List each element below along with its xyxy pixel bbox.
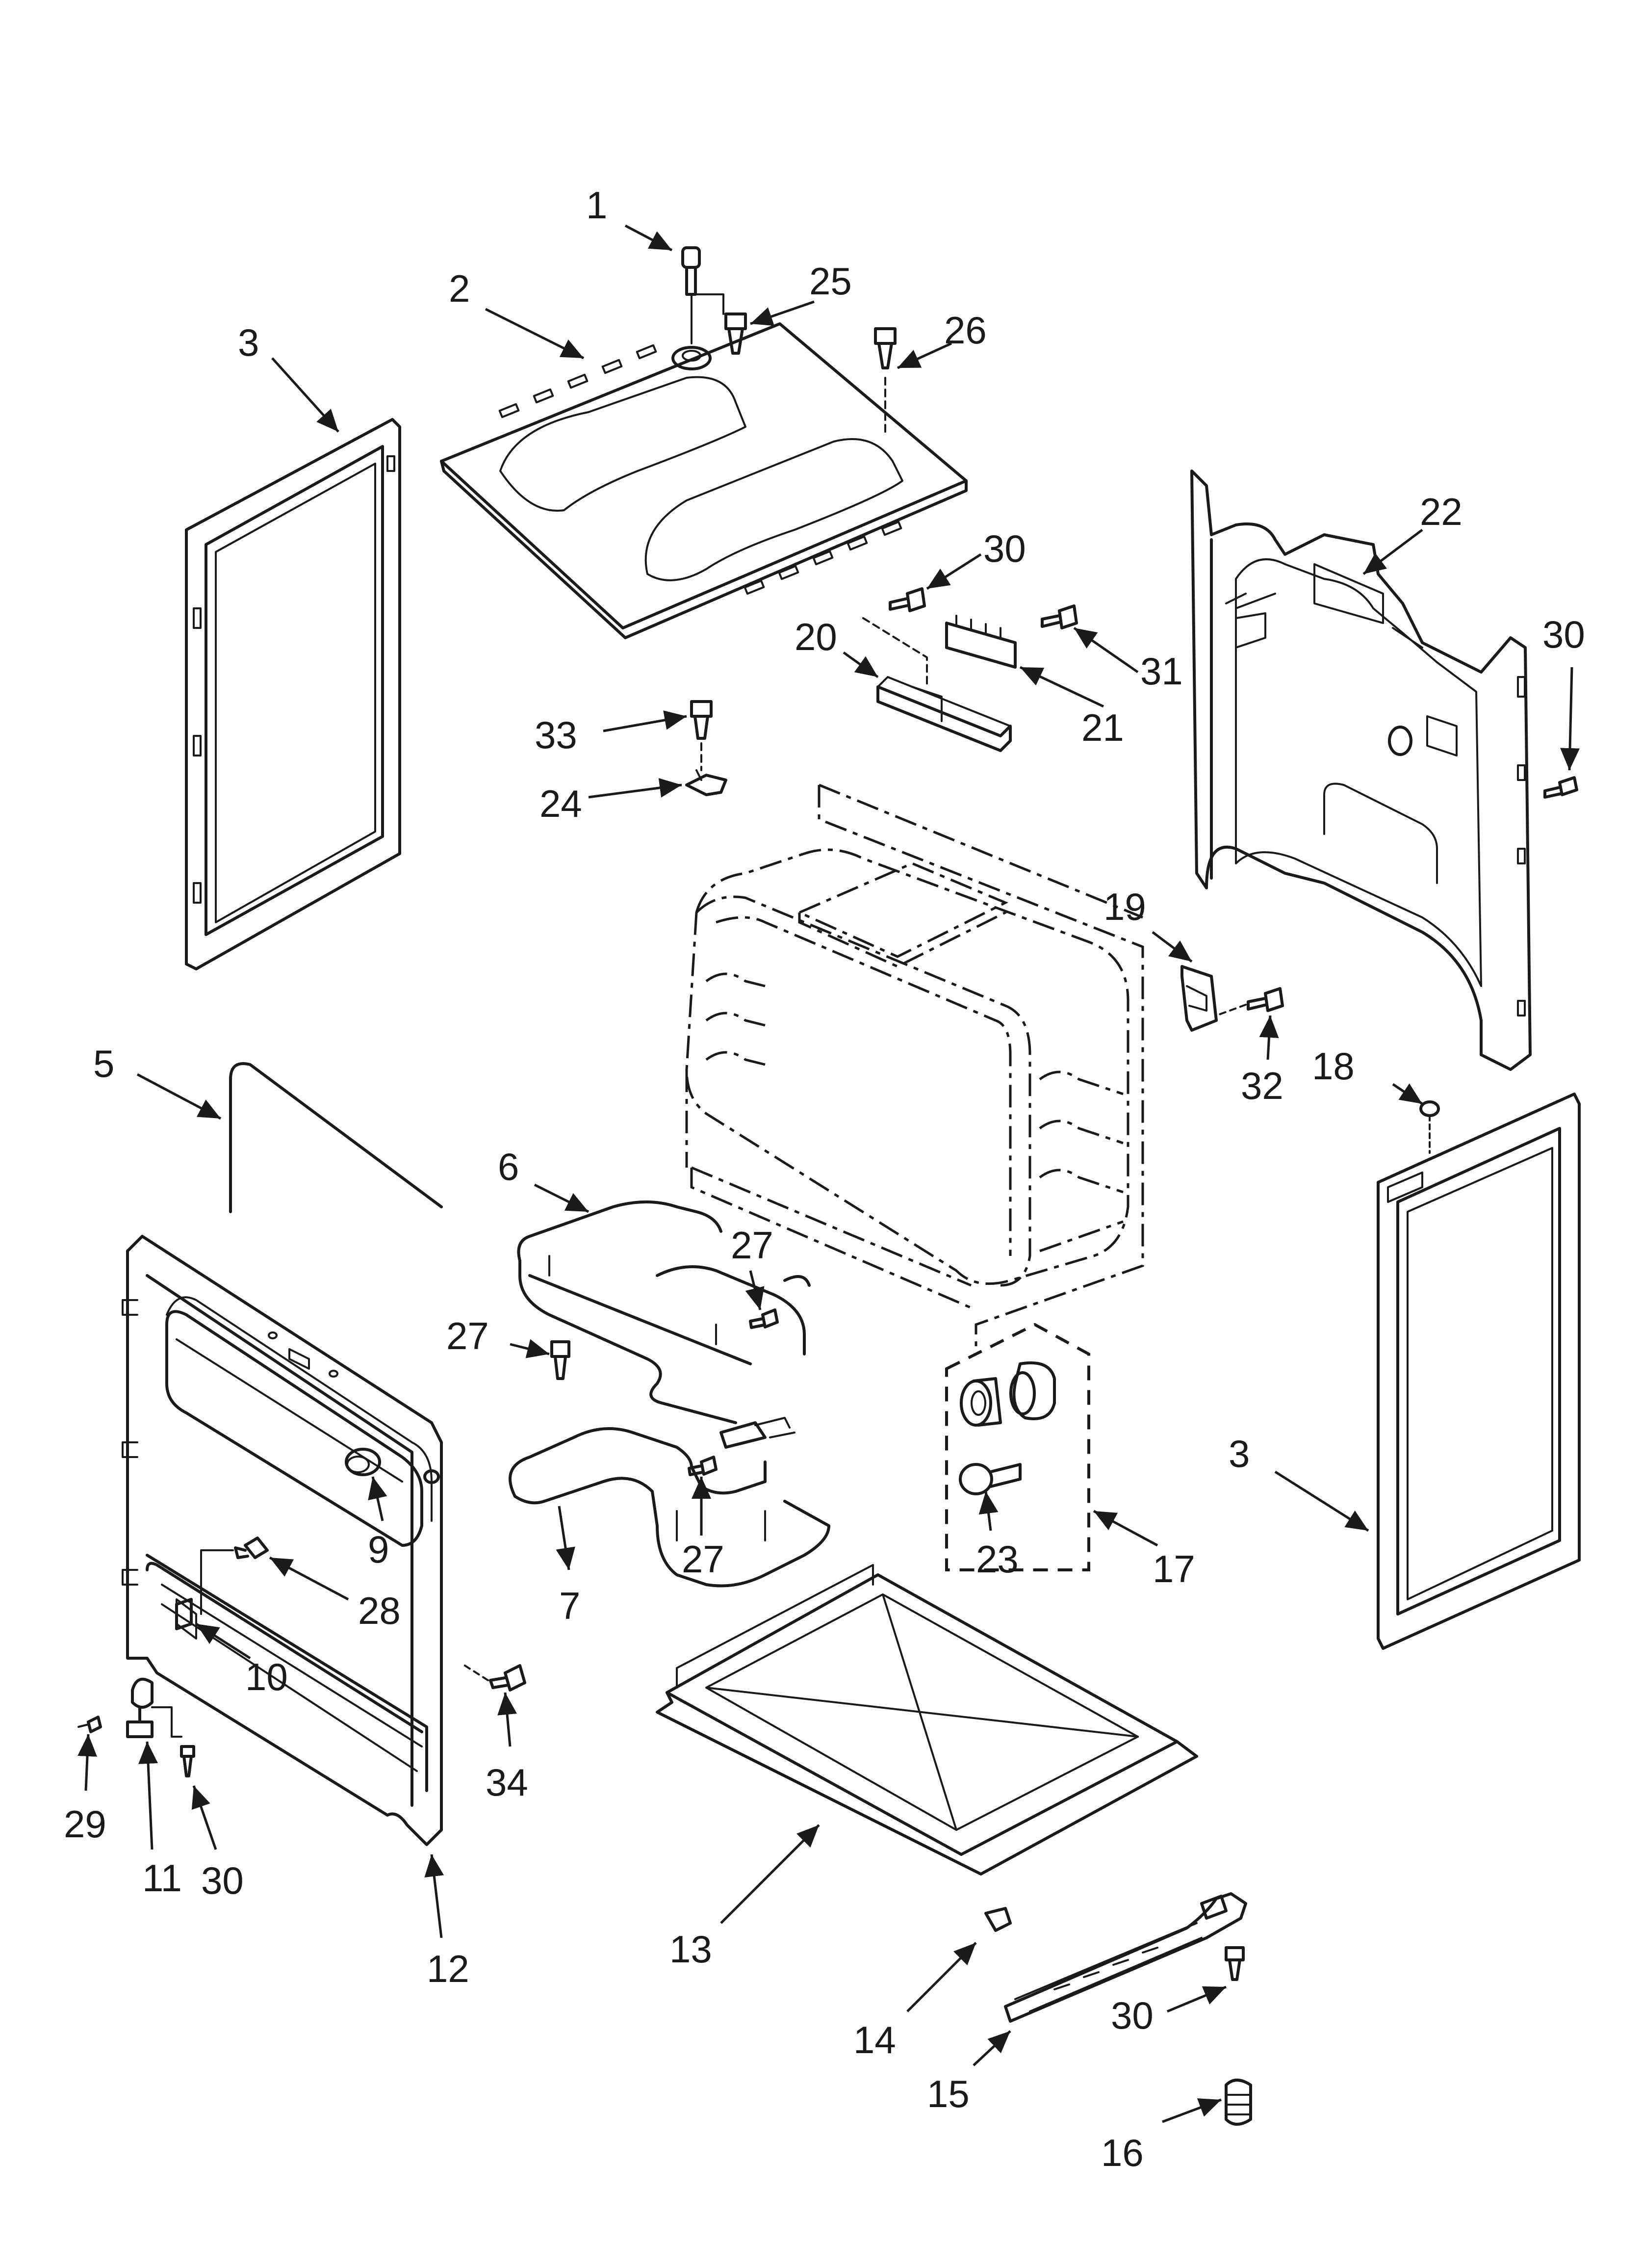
screw-34 xyxy=(460,1662,526,1692)
callout-30-rail: 30 xyxy=(1111,1994,1154,2037)
element-7 xyxy=(509,1417,830,1588)
bracket-20 xyxy=(862,617,1012,752)
callout-22: 22 xyxy=(1420,490,1462,533)
top-panel xyxy=(440,322,968,639)
callout-13: 13 xyxy=(669,1928,712,1971)
callout-7: 7 xyxy=(559,1584,580,1627)
screw-27-left xyxy=(550,1340,570,1380)
leader-lines xyxy=(77,224,1580,2123)
screw-30-rear xyxy=(1543,776,1578,799)
callout-1: 1 xyxy=(586,183,607,227)
callout-25: 25 xyxy=(809,260,852,303)
oven-cavity xyxy=(685,783,1144,1354)
bracket-19 xyxy=(1180,965,1218,1032)
screw-26 xyxy=(874,327,897,438)
callout-28: 28 xyxy=(358,1589,401,1632)
callout-30-top: 30 xyxy=(983,527,1026,570)
callout-9: 9 xyxy=(368,1528,389,1571)
screw-27-right xyxy=(749,1308,779,1329)
callout-20: 20 xyxy=(795,615,837,658)
knob-kit-17 xyxy=(945,1323,1090,1571)
callout-33: 33 xyxy=(535,713,577,756)
leg-11 xyxy=(126,1677,182,1738)
left-side-panel xyxy=(185,418,401,970)
element-6 xyxy=(517,1200,811,1424)
screw-30-leg xyxy=(180,1745,195,1777)
callout-19: 19 xyxy=(1103,885,1146,928)
callout-11: 11 xyxy=(142,1856,182,1900)
front-frame-12 xyxy=(122,1235,443,1846)
terminal-block-21 xyxy=(945,615,1017,669)
callout-15: 15 xyxy=(927,2072,970,2115)
callout-3-right: 3 xyxy=(1229,1432,1250,1475)
screw-27-lower xyxy=(688,1456,718,1476)
callout-5: 5 xyxy=(93,1042,114,1085)
callout-18: 18 xyxy=(1312,1044,1355,1088)
callout-32: 32 xyxy=(1241,1064,1283,1107)
plug-18 xyxy=(1419,1100,1440,1154)
callout-17: 17 xyxy=(1153,1547,1195,1590)
callout-2: 2 xyxy=(449,267,470,310)
screw-32 xyxy=(1215,987,1284,1017)
screw-30-top xyxy=(889,587,926,612)
callout-16: 16 xyxy=(1101,2131,1144,2174)
screw-25 xyxy=(724,313,747,355)
clip-24 xyxy=(685,769,727,796)
clip-14 xyxy=(984,1907,1012,1932)
callout-26: 26 xyxy=(944,309,987,352)
callout-23: 23 xyxy=(976,1538,1019,1581)
screw-29 xyxy=(77,1716,102,1733)
callout-31: 31 xyxy=(1140,650,1183,693)
button-9 xyxy=(345,1448,381,1476)
callout-27-lower: 27 xyxy=(682,1538,724,1581)
callout-labels: 1 2 3 3 5 6 7 9 10 11 12 13 14 15 16 17 … xyxy=(64,183,1585,2174)
screw-33 xyxy=(690,700,713,771)
bottom-panel-13 xyxy=(656,1564,1198,1876)
callout-12: 12 xyxy=(427,1947,469,1990)
gasket-5 xyxy=(229,1062,443,1213)
callout-27-right: 27 xyxy=(731,1224,773,1267)
screw-28 xyxy=(200,1537,269,1615)
leg-16 xyxy=(1225,2079,1252,2126)
callout-21: 21 xyxy=(1081,706,1124,749)
rail-15 xyxy=(1004,1892,1247,2023)
callout-30-leg: 30 xyxy=(201,1859,244,1902)
screw-31 xyxy=(1041,604,1078,629)
screw-30-rail xyxy=(1225,1946,1245,1981)
callout-30-rear: 30 xyxy=(1542,613,1585,656)
callout-6: 6 xyxy=(498,1145,519,1188)
rear-panel xyxy=(1190,469,1532,1071)
callout-29: 29 xyxy=(64,1802,106,1846)
latch-10 xyxy=(175,1598,193,1630)
right-side-panel xyxy=(1377,1093,1581,1650)
callout-10: 10 xyxy=(245,1655,288,1698)
callout-34: 34 xyxy=(486,1761,528,1804)
callout-27-left: 27 xyxy=(446,1314,489,1357)
callout-3-left: 3 xyxy=(238,321,259,364)
callout-24: 24 xyxy=(539,782,582,825)
callout-14: 14 xyxy=(853,2018,896,2061)
top-pin xyxy=(681,246,724,344)
